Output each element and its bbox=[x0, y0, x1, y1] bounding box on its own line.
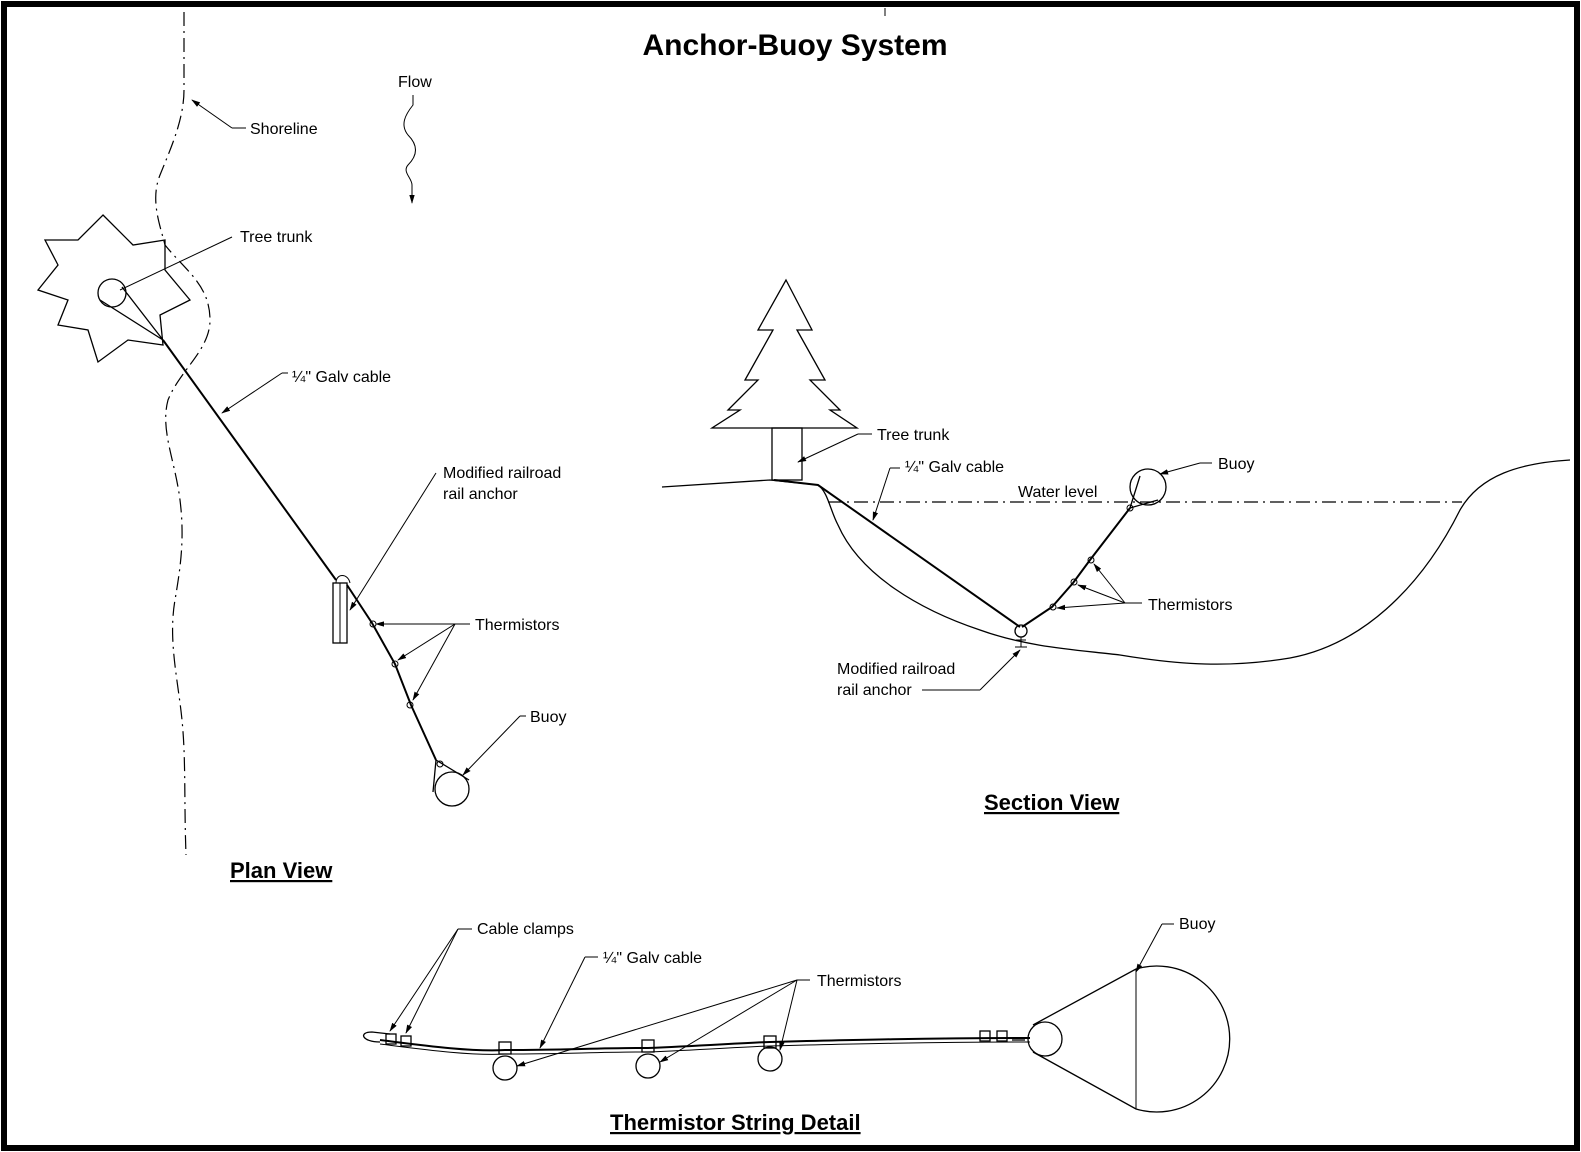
section-tree bbox=[709, 278, 860, 429]
detail-cable bbox=[379, 1037, 1031, 1052]
cable-clamp-1 bbox=[385, 1033, 397, 1045]
plan-buoy bbox=[434, 771, 470, 807]
flow-arrow bbox=[403, 95, 416, 204]
plan-thermistor-string bbox=[346, 584, 437, 761]
tree-canopy bbox=[36, 214, 192, 364]
section-anchor-label-2: rail anchor bbox=[837, 682, 912, 699]
section-anchor-label-1: Modified railroad bbox=[837, 661, 955, 678]
plan-thermistors-label: Thermistors bbox=[475, 617, 559, 634]
plan-view-title: Plan View bbox=[230, 858, 333, 883]
section-thermistor-string bbox=[1021, 507, 1131, 628]
detail-thermistor-1 bbox=[492, 1055, 518, 1081]
detail-buoy-label: Buoy bbox=[1179, 916, 1215, 933]
section-rail-anchor bbox=[1014, 624, 1028, 638]
detail-thermistor-2 bbox=[635, 1053, 661, 1079]
water-level-label: Water level bbox=[1018, 484, 1097, 501]
shoreline-label: Shoreline bbox=[250, 121, 318, 138]
detail-thermistor-3 bbox=[757, 1046, 783, 1072]
detail-view-title: Thermistor String Detail bbox=[610, 1110, 861, 1135]
ground-profile bbox=[661, 459, 1571, 665]
shoreline-line bbox=[155, 12, 211, 856]
thermistor-string-detail: Cable clamps ¼" Galv cable Thermistors B… bbox=[362, 916, 1231, 1135]
plan-anchor-label-2: rail anchor bbox=[443, 486, 518, 503]
cable-clamp-4 bbox=[996, 1030, 1008, 1042]
section-buoy-label: Buoy bbox=[1218, 456, 1254, 473]
section-tree-trunk-label: Tree trunk bbox=[877, 427, 950, 444]
tree-trunk-circle bbox=[97, 278, 127, 308]
plan-cable-label: ¼" Galv cable bbox=[292, 369, 391, 386]
section-tree-trunk bbox=[771, 427, 803, 481]
section-thermistors-label: Thermistors bbox=[1148, 597, 1232, 614]
section-cable bbox=[773, 479, 1021, 628]
diagram-title: Anchor-Buoy System bbox=[642, 29, 947, 62]
detail-buoy bbox=[1032, 965, 1231, 1113]
plan-view: Shoreline Flow Tree trunk ¼" Galv cable … bbox=[36, 12, 566, 883]
plan-buoy-label: Buoy bbox=[530, 709, 566, 726]
plan-anchor-label-1: Modified railroad bbox=[443, 465, 561, 482]
plan-tree-trunk-label: Tree trunk bbox=[240, 229, 313, 246]
plan-cable bbox=[162, 339, 337, 581]
detail-cable-label: ¼" Galv cable bbox=[603, 950, 702, 967]
section-cable-label: ¼" Galv cable bbox=[905, 459, 1004, 476]
cable-clamps-label: Cable clamps bbox=[477, 921, 574, 938]
cable-clamp-2 bbox=[400, 1035, 412, 1047]
cable-clamp-3 bbox=[979, 1030, 991, 1042]
detail-thermistors-label: Thermistors bbox=[817, 973, 901, 990]
flow-label: Flow bbox=[398, 74, 432, 91]
section-buoy bbox=[1129, 468, 1167, 506]
section-view-title: Section View bbox=[984, 790, 1120, 815]
section-view: Tree trunk Water level ¼" Galv cable Mod… bbox=[661, 278, 1571, 815]
